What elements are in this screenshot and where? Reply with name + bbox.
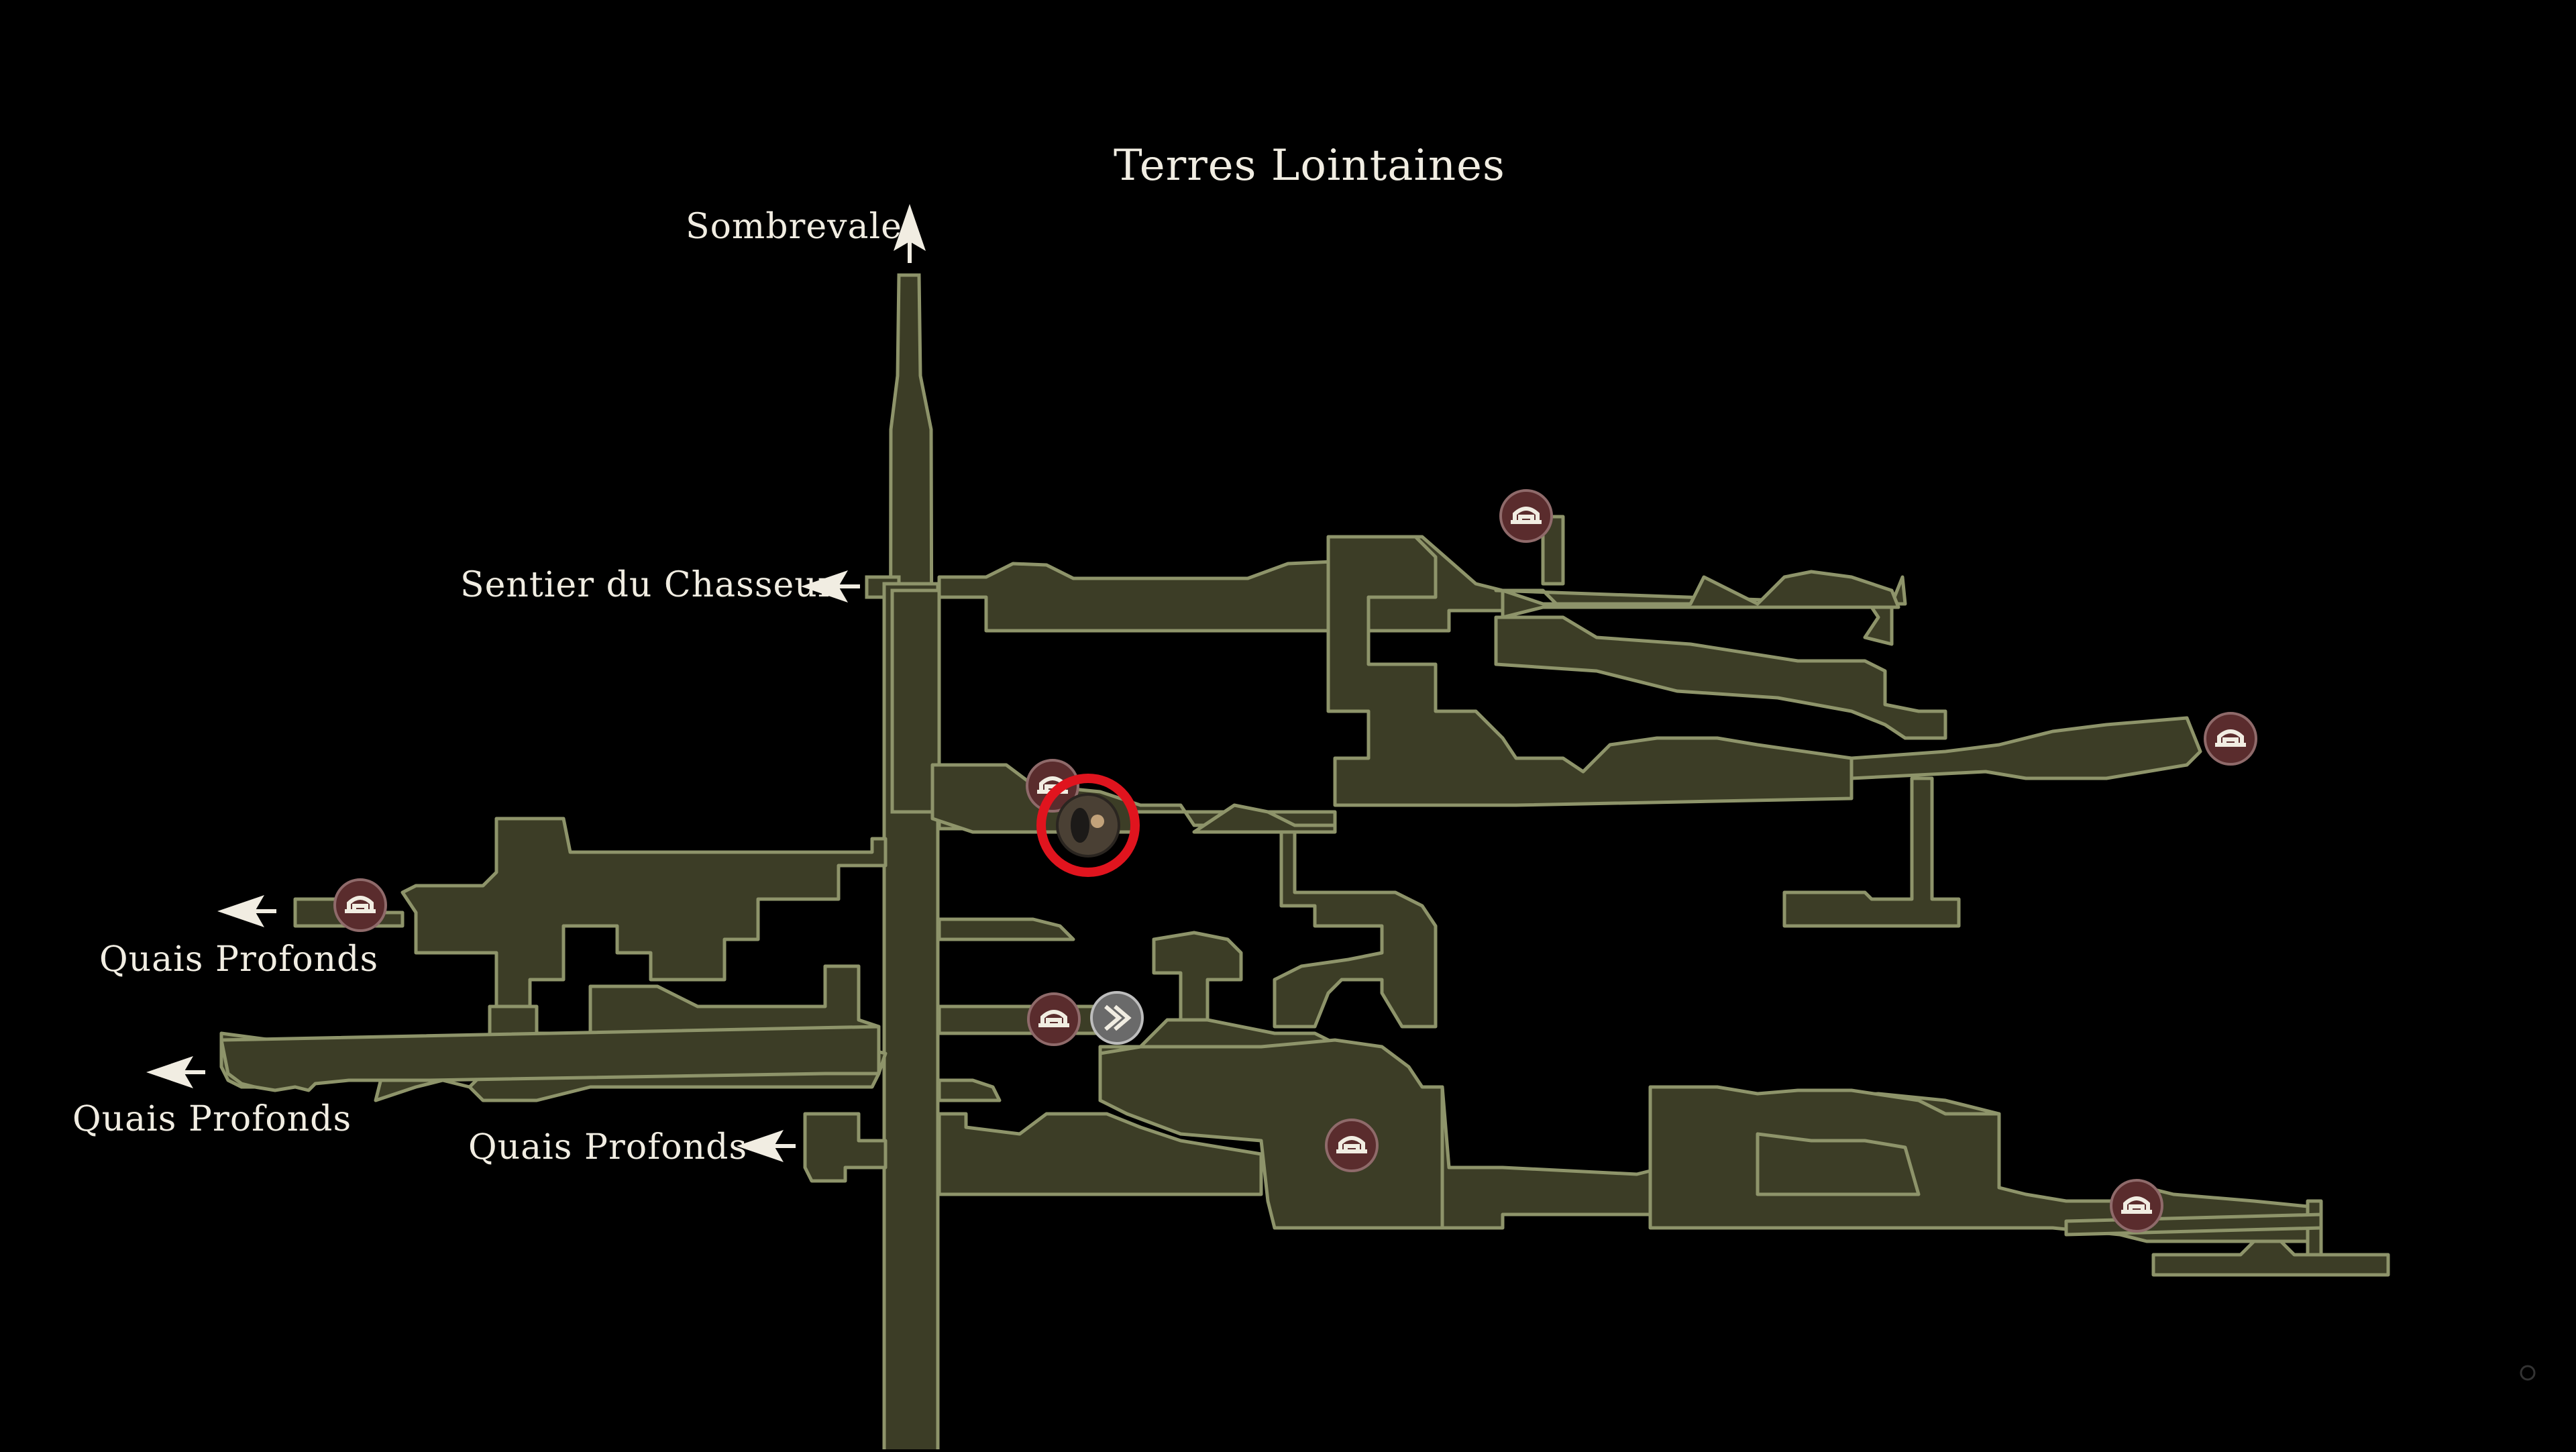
bench-stem-top	[1541, 515, 1565, 586]
exit-label-sombrevale[interactable]: Sombrevale	[686, 207, 902, 247]
exit-arrow-icon[interactable]	[144, 1051, 208, 1094]
exit-arrow-icon[interactable]	[734, 1125, 798, 1168]
east-drop-shaft	[1782, 776, 1961, 928]
middle-hall	[1326, 535, 1854, 807]
bench-pin-icon[interactable]	[2108, 1177, 2165, 1235]
corner-indicator-icon	[2520, 1365, 2536, 1381]
center-hook	[1152, 931, 1243, 1029]
bench-pin-icon[interactable]	[1024, 757, 1081, 815]
exit-label-quais-profonds-1[interactable]: Quais Profonds	[99, 939, 379, 980]
bench-pin-icon[interactable]	[331, 876, 389, 934]
lower-west-nub	[803, 1112, 888, 1183]
east-long-tunnel	[1849, 716, 2202, 780]
lower-central-room	[937, 1112, 1263, 1196]
upper-east-corridor	[1501, 570, 1900, 619]
exit-arrow-icon[interactable]	[798, 565, 863, 608]
exit-arrow-icon[interactable]	[215, 890, 279, 933]
center-lip	[937, 917, 1075, 941]
west-complex	[400, 817, 888, 1008]
exit-arrow-icon[interactable]	[885, 201, 934, 266]
lower-east-alcove	[1756, 1132, 1921, 1196]
bench-pin-icon[interactable]	[1497, 487, 1555, 545]
bench-pin-icon[interactable]	[1323, 1117, 1381, 1174]
center-right-room	[1273, 830, 1438, 1029]
exit-label-quais-profonds-3[interactable]: Quais Profonds	[468, 1127, 748, 1168]
exit-label-sentier-du-chasseur[interactable]: Sentier du Chasseur	[460, 565, 835, 605]
player-compass-icon[interactable]	[1033, 770, 1143, 880]
bench-pin-icon[interactable]	[1025, 990, 1083, 1048]
west-corridor-floor	[219, 1025, 881, 1092]
map-title: Terres Lointaines	[1114, 141, 1505, 191]
lower-bump	[937, 1078, 1002, 1102]
lower-east-tail	[2151, 1239, 2390, 1277]
east-upper-tunnel	[1494, 615, 1947, 740]
ability-marker-icon[interactable]	[1088, 989, 1146, 1047]
center-small-hump	[1192, 803, 1337, 834]
exit-label-quais-profonds-2[interactable]: Quais Profonds	[72, 1099, 352, 1139]
bench-pin-icon[interactable]	[2202, 710, 2259, 768]
